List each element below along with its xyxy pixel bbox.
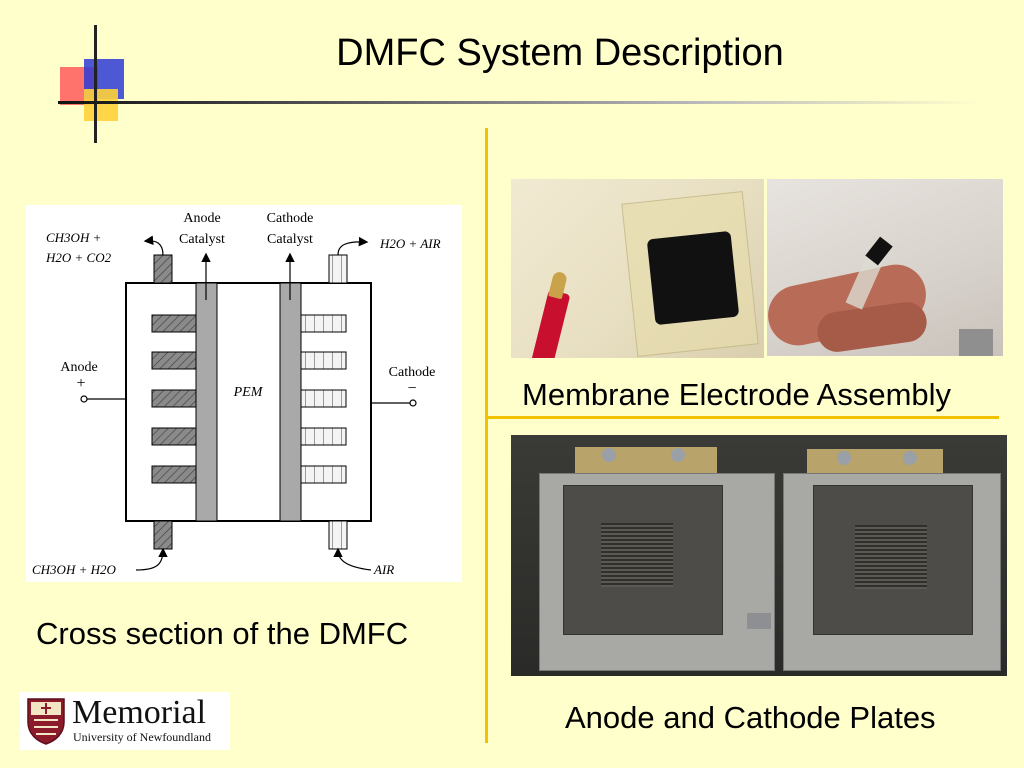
anode-fin — [151, 465, 197, 484]
title-ornament — [58, 25, 128, 145]
cathode-terminal — [409, 399, 417, 407]
slide-title: DMFC System Description — [336, 32, 784, 74]
pem-label: PEM — [233, 385, 264, 400]
vertical-divider — [485, 128, 488, 743]
anode-fin — [151, 314, 197, 333]
anode-fin — [151, 427, 197, 446]
cathode-outlet-label: H2O + AIR — [379, 236, 441, 251]
cathode-inlet-arrow — [333, 547, 372, 571]
cathode-terminal-sign: − — [407, 380, 416, 397]
cathode-fin — [300, 351, 347, 370]
cathode-catalyst-layer — [279, 282, 302, 522]
cathode-outlet-port — [328, 254, 348, 284]
logo-name: Memorial — [72, 694, 207, 731]
mea-photo-pen — [511, 179, 764, 358]
cathode-fin — [300, 427, 347, 446]
cathode-outlet-arrow — [337, 236, 369, 256]
anode-terminal — [80, 395, 88, 403]
cathode-fin — [300, 465, 347, 484]
cathode-catalyst-label: Catalyst — [267, 232, 313, 247]
anode-outlet-arrow — [143, 235, 164, 256]
cathode-fin — [300, 314, 347, 333]
title-underline — [58, 101, 980, 104]
anode-inlet-port — [153, 520, 173, 550]
anode-outlet-label: CH3OH + — [46, 230, 101, 245]
anode-catalyst-layer — [195, 282, 218, 522]
anode-catalyst-label: Anode — [183, 211, 220, 226]
plates-caption: Anode and Cathode Plates — [565, 700, 936, 735]
anode-inlet-arrow — [135, 547, 168, 571]
anode-outlet-port — [153, 254, 173, 284]
crest-icon — [27, 698, 65, 745]
anode-catalyst-label: Catalyst — [179, 232, 225, 247]
horizontal-divider — [487, 416, 999, 419]
anode-inlet-label: CH3OH + H2O — [32, 562, 116, 577]
anode-fin — [151, 351, 197, 370]
cathode-inlet-label: AIR — [373, 562, 394, 577]
cathode-catalyst-label: Cathode — [267, 211, 314, 226]
mea-caption: Membrane Electrode Assembly — [522, 377, 952, 412]
anode-terminal-label: Anode — [60, 360, 97, 375]
mea-photo-hand — [767, 179, 1003, 356]
logo-subtitle: University of Newfoundland — [73, 730, 211, 744]
anode-terminal-sign: + — [76, 375, 85, 392]
anode-outlet-label: H2O + CO2 — [45, 250, 112, 265]
cathode-terminal-label: Cathode — [389, 365, 436, 380]
dmfc-cross-section-diagram: Anode Catalyst Cathode Catalyst CH3OH + … — [26, 205, 462, 582]
anode-fin — [151, 389, 197, 408]
cross-section-caption: Cross section of the DMFC — [36, 616, 409, 651]
cathode-inlet-port — [328, 520, 348, 550]
university-logo: Memorial University of Newfoundland — [20, 692, 230, 750]
cathode-fin — [300, 389, 347, 408]
plates-photo — [511, 435, 1007, 676]
